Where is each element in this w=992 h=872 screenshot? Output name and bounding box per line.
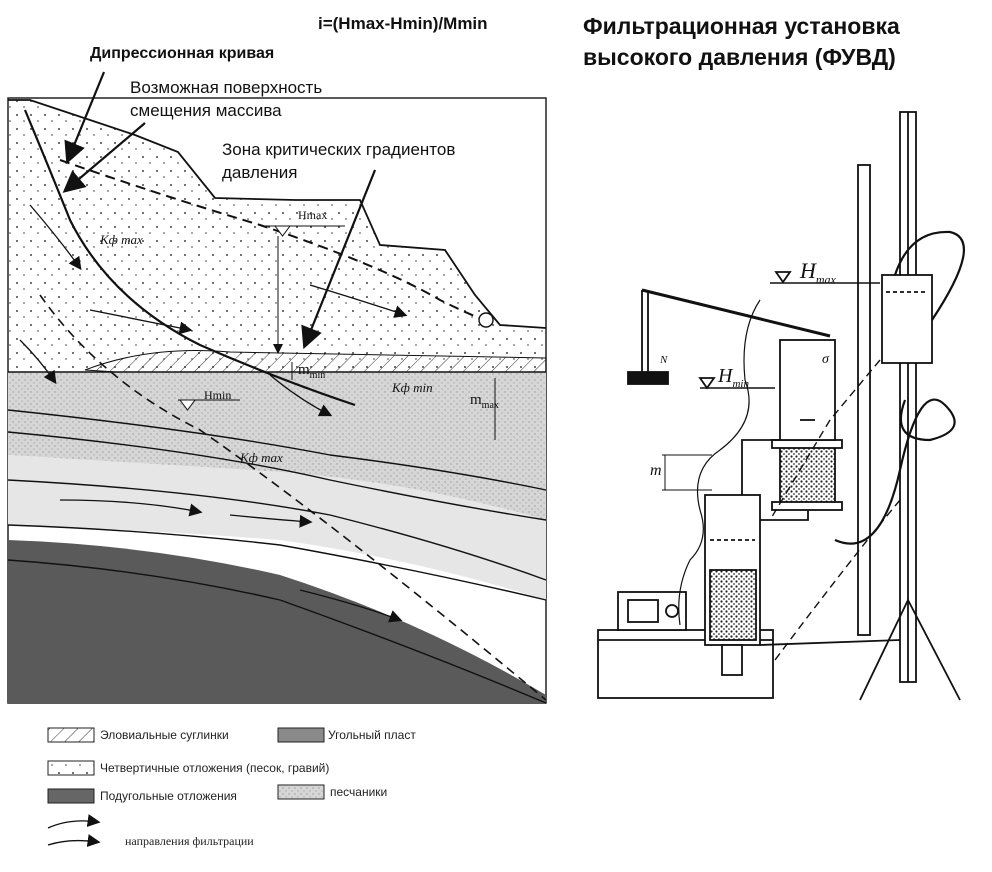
apparatus-weight-label: N <box>660 354 668 366</box>
depression-curve-line <box>59 159 491 323</box>
label-kf-max-mid: Кф max <box>240 450 283 465</box>
apparatus <box>597 111 965 701</box>
coal-layer <box>8 455 546 600</box>
stratum-lines <box>7 371 547 704</box>
standpipe <box>857 164 871 636</box>
callout-surface-line-2: смещения массива <box>130 101 282 120</box>
apparatus-sigma-label: σ <box>822 352 829 367</box>
displacement-surface-line <box>23 109 356 407</box>
apparatus-h-min: Hmin <box>718 365 749 390</box>
hmax-marker <box>265 225 345 354</box>
legend-quaternary: Четвертичные отложения (песок, гравий) <box>100 761 330 775</box>
label-m-max: mmax <box>470 392 499 411</box>
cross-section <box>7 71 547 704</box>
legend-eluvial: Эловиальные суглинки <box>100 728 229 742</box>
callout-zone-line-1: Зона критических градиентов <box>222 140 456 159</box>
legend-filtration: направления фильтрации <box>125 834 254 848</box>
legend-sandstone: песчаники <box>330 785 388 799</box>
load-frame <box>779 339 836 441</box>
meter-box <box>617 591 687 631</box>
title-line-1: Фильтрационная установка <box>583 13 900 39</box>
upper-reservoir <box>881 274 933 364</box>
callout-depression-curve: Дипрессионная кривая <box>90 45 275 62</box>
hmin-marker <box>178 399 240 411</box>
label-kf-min: Кф min <box>392 380 433 395</box>
title-line-2: высокого давления (ФУВД) <box>583 44 896 70</box>
lever-arm <box>641 288 831 338</box>
formula: i=(Hmax-Hmin)/Mmin <box>318 14 488 33</box>
label-hmin: Hmin <box>204 388 232 402</box>
label-kf-max-top: Кф max <box>100 232 143 247</box>
legend-graphics <box>47 727 325 847</box>
apparatus-h-max: Hmax <box>800 258 836 287</box>
legend-coal: Угольный пласт <box>328 728 416 742</box>
ground-surface <box>8 99 547 329</box>
critical-zone-line <box>39 294 547 701</box>
callout-zone-line-2: давления <box>222 163 298 182</box>
label-m-min: mmin <box>298 362 326 381</box>
quaternary-layer <box>8 100 546 372</box>
callout-arrows <box>62 71 377 350</box>
legend-subcoal: Подугольные отложения <box>100 789 237 803</box>
filtration-arrows <box>19 204 408 623</box>
weight-block <box>627 371 669 385</box>
well-icon <box>478 312 494 328</box>
callout-surface-line-1: Возможная поверхность <box>130 78 323 97</box>
subcoal-layer <box>8 540 546 703</box>
label-hmax: Hmax <box>298 208 328 222</box>
apparatus-m-label: m <box>650 462 662 479</box>
filtration-cell <box>779 444 836 504</box>
